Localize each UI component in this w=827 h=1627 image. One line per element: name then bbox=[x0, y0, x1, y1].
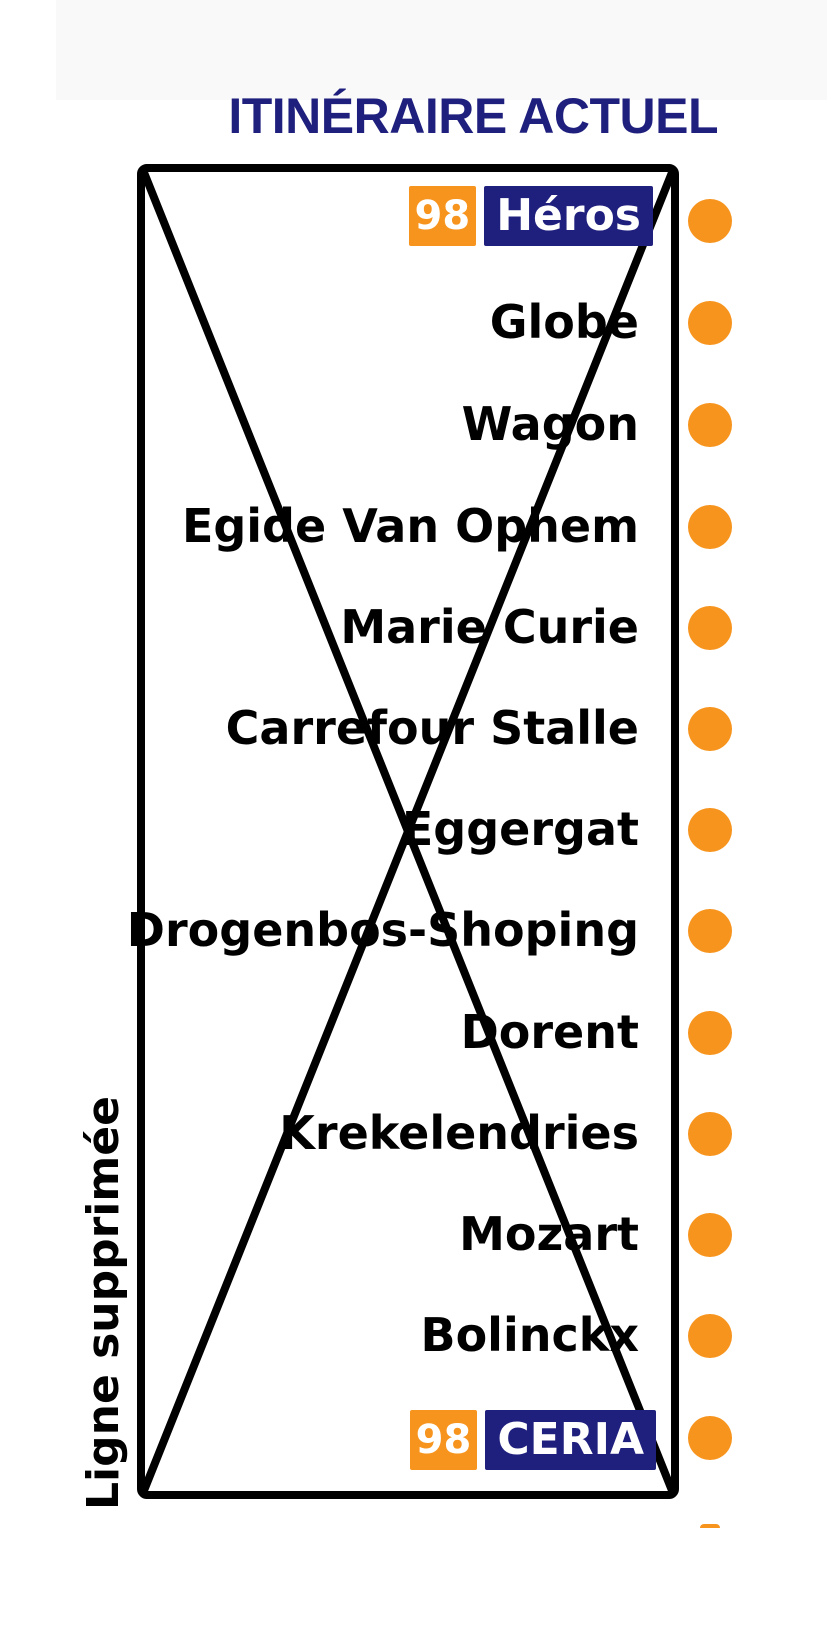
stop-label: Eggergat bbox=[401, 802, 639, 856]
line-number-badge: 98 bbox=[409, 1410, 478, 1470]
terminal-end-name: CERIA bbox=[485, 1410, 656, 1470]
line-number-badge: 98 bbox=[408, 186, 477, 246]
line-removed-note: Ligne supprimée bbox=[78, 1096, 129, 1510]
stop-label: Globe bbox=[489, 295, 639, 349]
stop-dot bbox=[688, 301, 732, 345]
stop-dot bbox=[688, 403, 732, 447]
stop-label: Dorent bbox=[460, 1005, 639, 1059]
stop-dot bbox=[688, 505, 732, 549]
stop-label: Krekelendries bbox=[279, 1106, 639, 1160]
stop-dot bbox=[688, 1314, 732, 1358]
stop-label: Wagon bbox=[461, 397, 639, 451]
stop-label: Marie Curie bbox=[340, 600, 639, 654]
header-band bbox=[56, 0, 827, 100]
stop-dot bbox=[688, 808, 732, 852]
stop-dot bbox=[688, 1112, 732, 1156]
stop-dot bbox=[688, 1213, 732, 1257]
stop-dot bbox=[688, 909, 732, 953]
stop-label: Bolinckx bbox=[420, 1308, 639, 1362]
stop-dot bbox=[688, 1416, 732, 1460]
page-title: ITINÉRAIRE ACTUEL bbox=[228, 88, 718, 144]
stop-label: Carrefour Stalle bbox=[225, 701, 639, 755]
stop-label: Egide Van Ophem bbox=[181, 499, 639, 553]
stop-dot-partial bbox=[700, 1524, 720, 1528]
stop-dot bbox=[688, 707, 732, 751]
stop-label: Drogenbos-Shoping bbox=[126, 903, 639, 957]
terminal-start: 98 Héros bbox=[408, 186, 653, 246]
stop-dot bbox=[688, 199, 732, 243]
terminal-end: 98 CERIA bbox=[409, 1410, 656, 1470]
stop-dot bbox=[688, 606, 732, 650]
stop-dot bbox=[688, 1011, 732, 1055]
stop-label: Mozart bbox=[459, 1207, 639, 1261]
terminal-start-name: Héros bbox=[484, 186, 653, 246]
